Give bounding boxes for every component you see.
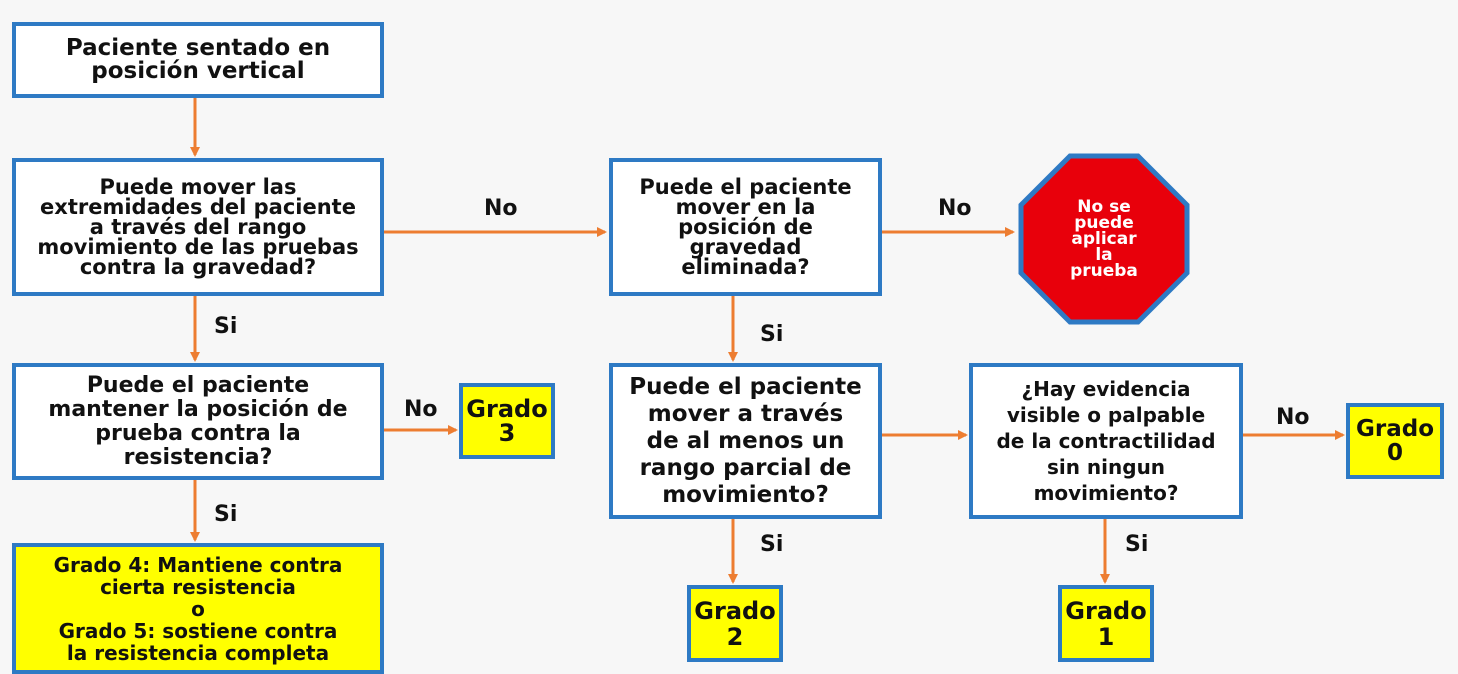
node-gravity-question: Puede mover las extremidades del pacient… xyxy=(12,158,384,296)
node-grade-2: Grado 2 xyxy=(687,585,783,662)
grade-4-5-line: Grado 5: sostiene contra xyxy=(58,618,338,643)
node-resistance-line: Puede el paciente xyxy=(86,372,310,398)
stop-sign-line: No se xyxy=(1077,197,1131,217)
node-resistance-line: resistencia? xyxy=(123,444,273,470)
grade-4-5-line: cierta resistencia xyxy=(100,574,296,599)
stop-sign-icon xyxy=(1018,153,1190,325)
grade-0-line: 0 xyxy=(1386,440,1403,466)
grade-2-line: 2 xyxy=(726,622,744,651)
node-resistance-line: prueba contra la xyxy=(95,420,301,446)
node-partial-question: Puede el paciente mover a través de al m… xyxy=(609,363,882,519)
edge-label-eliminated-no: No xyxy=(938,196,972,221)
grade-1-line: 1 xyxy=(1097,622,1115,651)
node-eliminated-line: mover en la xyxy=(675,195,816,219)
node-partial-line: de al menos un xyxy=(646,427,845,454)
grade-0-line: Grado xyxy=(1355,416,1434,442)
edge-label-eliminated-si: Si xyxy=(760,322,784,347)
node-eliminated-line: gravedad xyxy=(689,235,802,259)
node-gravity-line: extremidades del paciente xyxy=(40,195,356,219)
node-evidence-line: de la contractilidad xyxy=(996,429,1216,453)
node-resistance-line: mantener la posición de xyxy=(48,396,348,422)
node-grade-4-5: Grado 4: Mantiene contra cierta resisten… xyxy=(12,543,384,674)
stop-sign-line: prueba xyxy=(1070,261,1138,281)
node-grade-3: Grado 3 xyxy=(459,383,555,459)
node-partial-line: mover a través xyxy=(647,400,844,427)
edge-label-partial-si: Si xyxy=(760,532,784,557)
edge-label-resistance-no: No xyxy=(404,397,438,422)
node-start: Paciente sentado en posición vertical xyxy=(12,22,384,98)
grade-4-5-line: la resistencia completa xyxy=(66,640,330,665)
node-evidence-question: ¿Hay evidencia visible o palpable de la … xyxy=(969,363,1243,519)
node-evidence-line: sin ningun xyxy=(1046,455,1166,479)
node-eliminated-line: posición de xyxy=(678,215,813,239)
grade-4-5-line: o xyxy=(191,596,205,621)
stop-sign-line: aplicar xyxy=(1071,229,1137,249)
node-gravity-line: movimiento de las pruebas xyxy=(37,235,359,259)
edge-label-evidence-no: No xyxy=(1276,405,1310,430)
grade-4-5-line: Grado 4: Mantiene contra xyxy=(53,552,343,577)
node-resistance-question: Puede el paciente mantener la posición d… xyxy=(12,363,384,480)
node-partial-line: movimiento? xyxy=(662,481,829,508)
node-evidence-line: visible o palpable xyxy=(1006,403,1206,427)
node-gravity-line: contra la gravedad? xyxy=(79,255,317,279)
node-grade-1: Grado 1 xyxy=(1058,585,1154,662)
node-partial-line: Puede el paciente xyxy=(629,373,862,400)
stop-sign-line: la xyxy=(1095,245,1113,265)
edge-label-gravity-no: No xyxy=(484,196,518,221)
node-eliminated-line: Puede el paciente xyxy=(639,175,852,199)
node-grade-0: Grado 0 xyxy=(1346,403,1444,479)
edge-label-resistance-si: Si xyxy=(214,502,238,527)
node-eliminated-line: eliminada? xyxy=(681,255,810,279)
node-partial-line: rango parcial de xyxy=(639,454,852,481)
node-start-line: Paciente sentado en xyxy=(65,35,331,61)
edge-label-evidence-si: Si xyxy=(1125,532,1149,557)
node-evidence-line: movimiento? xyxy=(1033,481,1179,505)
node-gravity-line: a través del rango xyxy=(89,215,307,239)
node-gravity-line: Puede mover las xyxy=(99,175,297,199)
node-eliminated-question: Puede el paciente mover en la posición d… xyxy=(609,158,882,296)
node-evidence-line: ¿Hay evidencia xyxy=(1021,377,1191,401)
grade-3-line: Grado xyxy=(466,395,548,423)
stop-sign-text: No se puede aplicar la prueba xyxy=(1018,153,1190,325)
grade-3-line: 3 xyxy=(498,419,516,447)
node-start-line: posición vertical xyxy=(91,58,305,84)
edge-label-gravity-si: Si xyxy=(214,314,238,339)
grade-2-line: Grado xyxy=(694,596,776,625)
stop-sign-line: puede xyxy=(1074,213,1134,233)
grade-1-line: Grado xyxy=(1065,596,1147,625)
